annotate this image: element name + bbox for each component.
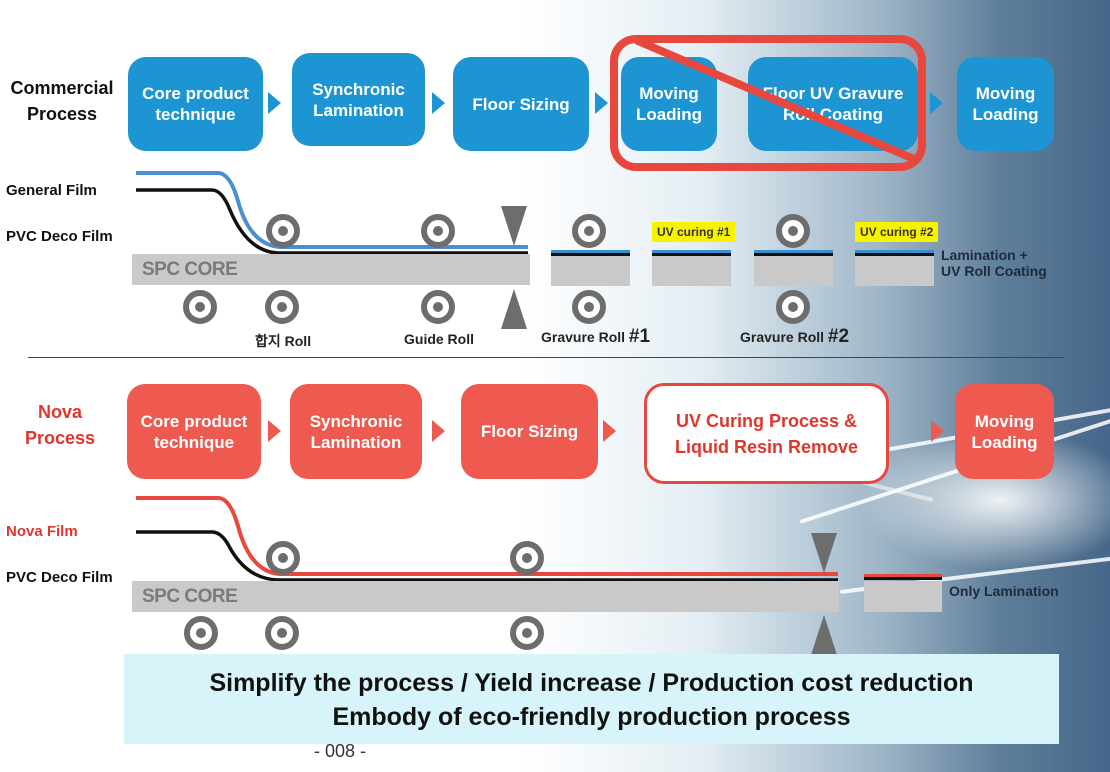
flow-arrow-icon [268, 420, 281, 442]
nova-step-core-product: Core product technique [127, 384, 261, 479]
summary-line-benefits: Simplify the process / Yield increase / … [209, 669, 974, 697]
commercial-core-segment [652, 256, 731, 286]
general-film-label: General Film [6, 182, 97, 199]
roll-icon [510, 541, 544, 575]
nova-spc-core-main [132, 581, 839, 612]
gravure-roll-1-label: Gravure Roll #1 [541, 326, 650, 348]
roll-icon [266, 214, 300, 248]
roll-icon [266, 541, 300, 575]
uv-curing-1-tag: UV curing #1 [652, 222, 736, 242]
removed-steps-slash [634, 37, 918, 163]
guide-roll-label: Guide Roll [404, 331, 474, 347]
nova-spc-core-label: SPC CORE [142, 586, 238, 607]
cutter-down-icon [811, 533, 837, 573]
removed-steps-cross-icon [610, 35, 926, 171]
commercial-core-segment [855, 256, 934, 286]
commercial-lamination-layer [855, 253, 934, 256]
roll-icon [265, 290, 299, 324]
commercial-step-moving-loading-final: Moving Loading [957, 57, 1054, 151]
nova-step-floor-sizing: Floor Sizing [461, 384, 598, 479]
cutter-up-icon [811, 615, 837, 655]
roll-icon [421, 290, 455, 324]
commercial-lamination-layer [551, 253, 630, 256]
commercial-core-segment [754, 256, 833, 286]
commercial-lamination-layer [754, 250, 833, 253]
flow-arrow-icon [931, 420, 944, 442]
nova-process-label: Nova Process [24, 402, 96, 448]
commercial-core-segment [551, 256, 630, 286]
gravure-roll-2-text: Gravure Roll [740, 329, 828, 345]
flow-arrow-icon [595, 92, 608, 114]
roll-icon [265, 616, 299, 650]
cutter-up-icon [501, 289, 527, 329]
commercial-film-labels: General Film PVC Deco Film [6, 156, 113, 271]
gravure-roll-1-number: #1 [628, 326, 651, 347]
commercial-spc-core-label: SPC CORE [142, 259, 238, 280]
commercial-process-label: Commercial Process [10, 78, 114, 124]
nova-result-label: Only Lamination [949, 583, 1059, 599]
roll-icon [510, 616, 544, 650]
commercial-lamination-layer [855, 250, 934, 253]
nova-step-moving-loading: Moving Loading [955, 384, 1054, 479]
nova-film-labels: Nova Film PVC Deco Film [6, 497, 113, 612]
commercial-result-label: Lamination + UV Roll Coating [941, 247, 1047, 279]
gravure-roll-1-text: Gravure Roll [541, 329, 629, 345]
roll-icon [776, 290, 810, 324]
commercial-lamination-layer [754, 253, 833, 256]
roll-icon [421, 214, 455, 248]
nova-film-path [136, 496, 838, 582]
summary-line-eco: Embody of eco-friendly production proces… [332, 703, 851, 731]
commercial-lamination-layer [551, 250, 630, 253]
commercial-spc-core-main [132, 254, 530, 285]
nova-lamination-layer [864, 577, 942, 580]
roll-icon [572, 290, 606, 324]
commercial-step-core-product: Core product technique [128, 57, 263, 151]
flow-arrow-icon [268, 92, 281, 114]
commercial-step-floor-sizing: Floor Sizing [453, 57, 589, 151]
nova-step-synchronic-lamination: Synchronic Lamination [290, 384, 422, 479]
removed-steps-frame [610, 35, 926, 171]
section-divider [28, 357, 1064, 358]
page-number: - 008 - [314, 741, 367, 761]
roll-icon [572, 214, 606, 248]
roll-icon [183, 290, 217, 324]
cutter-down-icon [501, 206, 527, 246]
flow-arrow-icon [930, 92, 943, 114]
nova-film-label: Nova Film [6, 523, 78, 540]
hapji-roll-label: 합지 Roll [255, 333, 312, 349]
gravure-roll-2-label: Gravure Roll #2 [740, 326, 849, 348]
roll-icon [776, 214, 810, 248]
commercial-lamination-layer [652, 253, 731, 256]
commercial-film-path [136, 171, 528, 255]
summary-banner: Simplify the process / Yield increase / … [124, 654, 1059, 744]
flow-arrow-icon [432, 92, 445, 114]
flow-arrow-icon [603, 420, 616, 442]
uv-curing-2-tag: UV curing #2 [855, 222, 939, 242]
commercial-step-synchronic-lamination: Synchronic Lamination [292, 53, 425, 146]
nova-core-segment [864, 581, 942, 612]
gravure-roll-2-number: #2 [827, 326, 850, 347]
flow-arrow-icon [432, 420, 445, 442]
nova-pvc-deco-film-label: PVC Deco Film [6, 569, 113, 586]
nova-step-uv-curing: UV Curing Process & Liquid Resin Remove [644, 383, 889, 484]
commercial-lamination-layer [652, 250, 731, 253]
commercial-step-moving-loading: Moving Loading [621, 57, 717, 151]
roll-icon [184, 616, 218, 650]
nova-lamination-layer [864, 574, 942, 577]
pvc-deco-film-label: PVC Deco Film [6, 228, 113, 245]
